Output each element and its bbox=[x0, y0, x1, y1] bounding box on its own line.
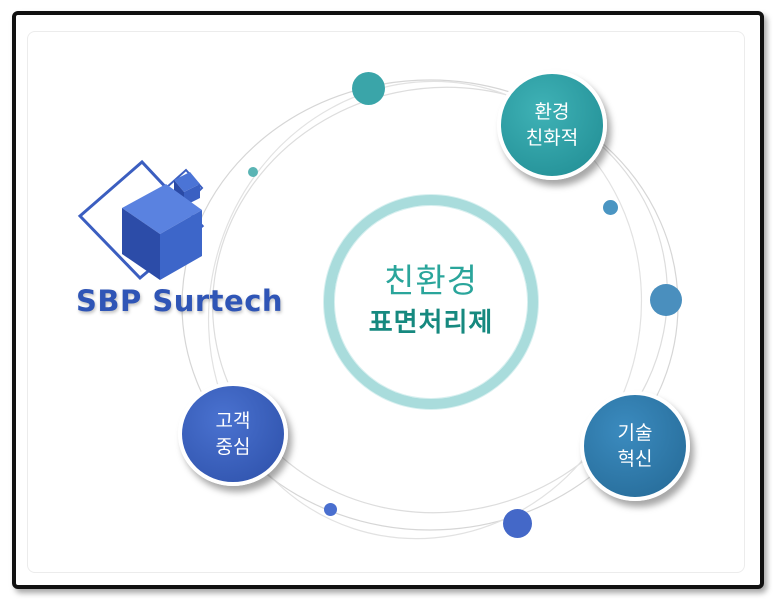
brand-name: SBP Surtech bbox=[76, 284, 284, 318]
node-customer-centric: 고객 중심 bbox=[178, 382, 288, 486]
orbit-ring-middle bbox=[212, 86, 668, 514]
orbit-dot bbox=[248, 167, 258, 177]
node-label-line2: 중심 bbox=[215, 436, 251, 458]
node-tech-innovation: 기술 혁신 bbox=[580, 391, 690, 501]
orbit-dot bbox=[650, 284, 682, 316]
orbit-dot bbox=[603, 200, 618, 215]
node-label-line1: 기술 bbox=[617, 422, 653, 444]
center-circle bbox=[324, 195, 538, 409]
node-eco-friendly: 환경 친화적 bbox=[497, 70, 607, 180]
orbit-ring-inner bbox=[207, 80, 643, 540]
node-label-line2: 친화적 bbox=[525, 127, 579, 149]
node-label-line1: 환경 bbox=[534, 101, 570, 123]
orbit-dot bbox=[324, 503, 337, 516]
node-label-line2: 혁신 bbox=[617, 448, 653, 470]
orbit-dot bbox=[352, 72, 385, 105]
center-subtitle: 표면처리제 bbox=[368, 308, 494, 338]
cube-logo-icon bbox=[77, 159, 205, 281]
orbit-dot bbox=[503, 509, 532, 538]
center-title: 친환경 bbox=[383, 261, 479, 300]
node-label-line1: 고객 bbox=[215, 410, 251, 432]
